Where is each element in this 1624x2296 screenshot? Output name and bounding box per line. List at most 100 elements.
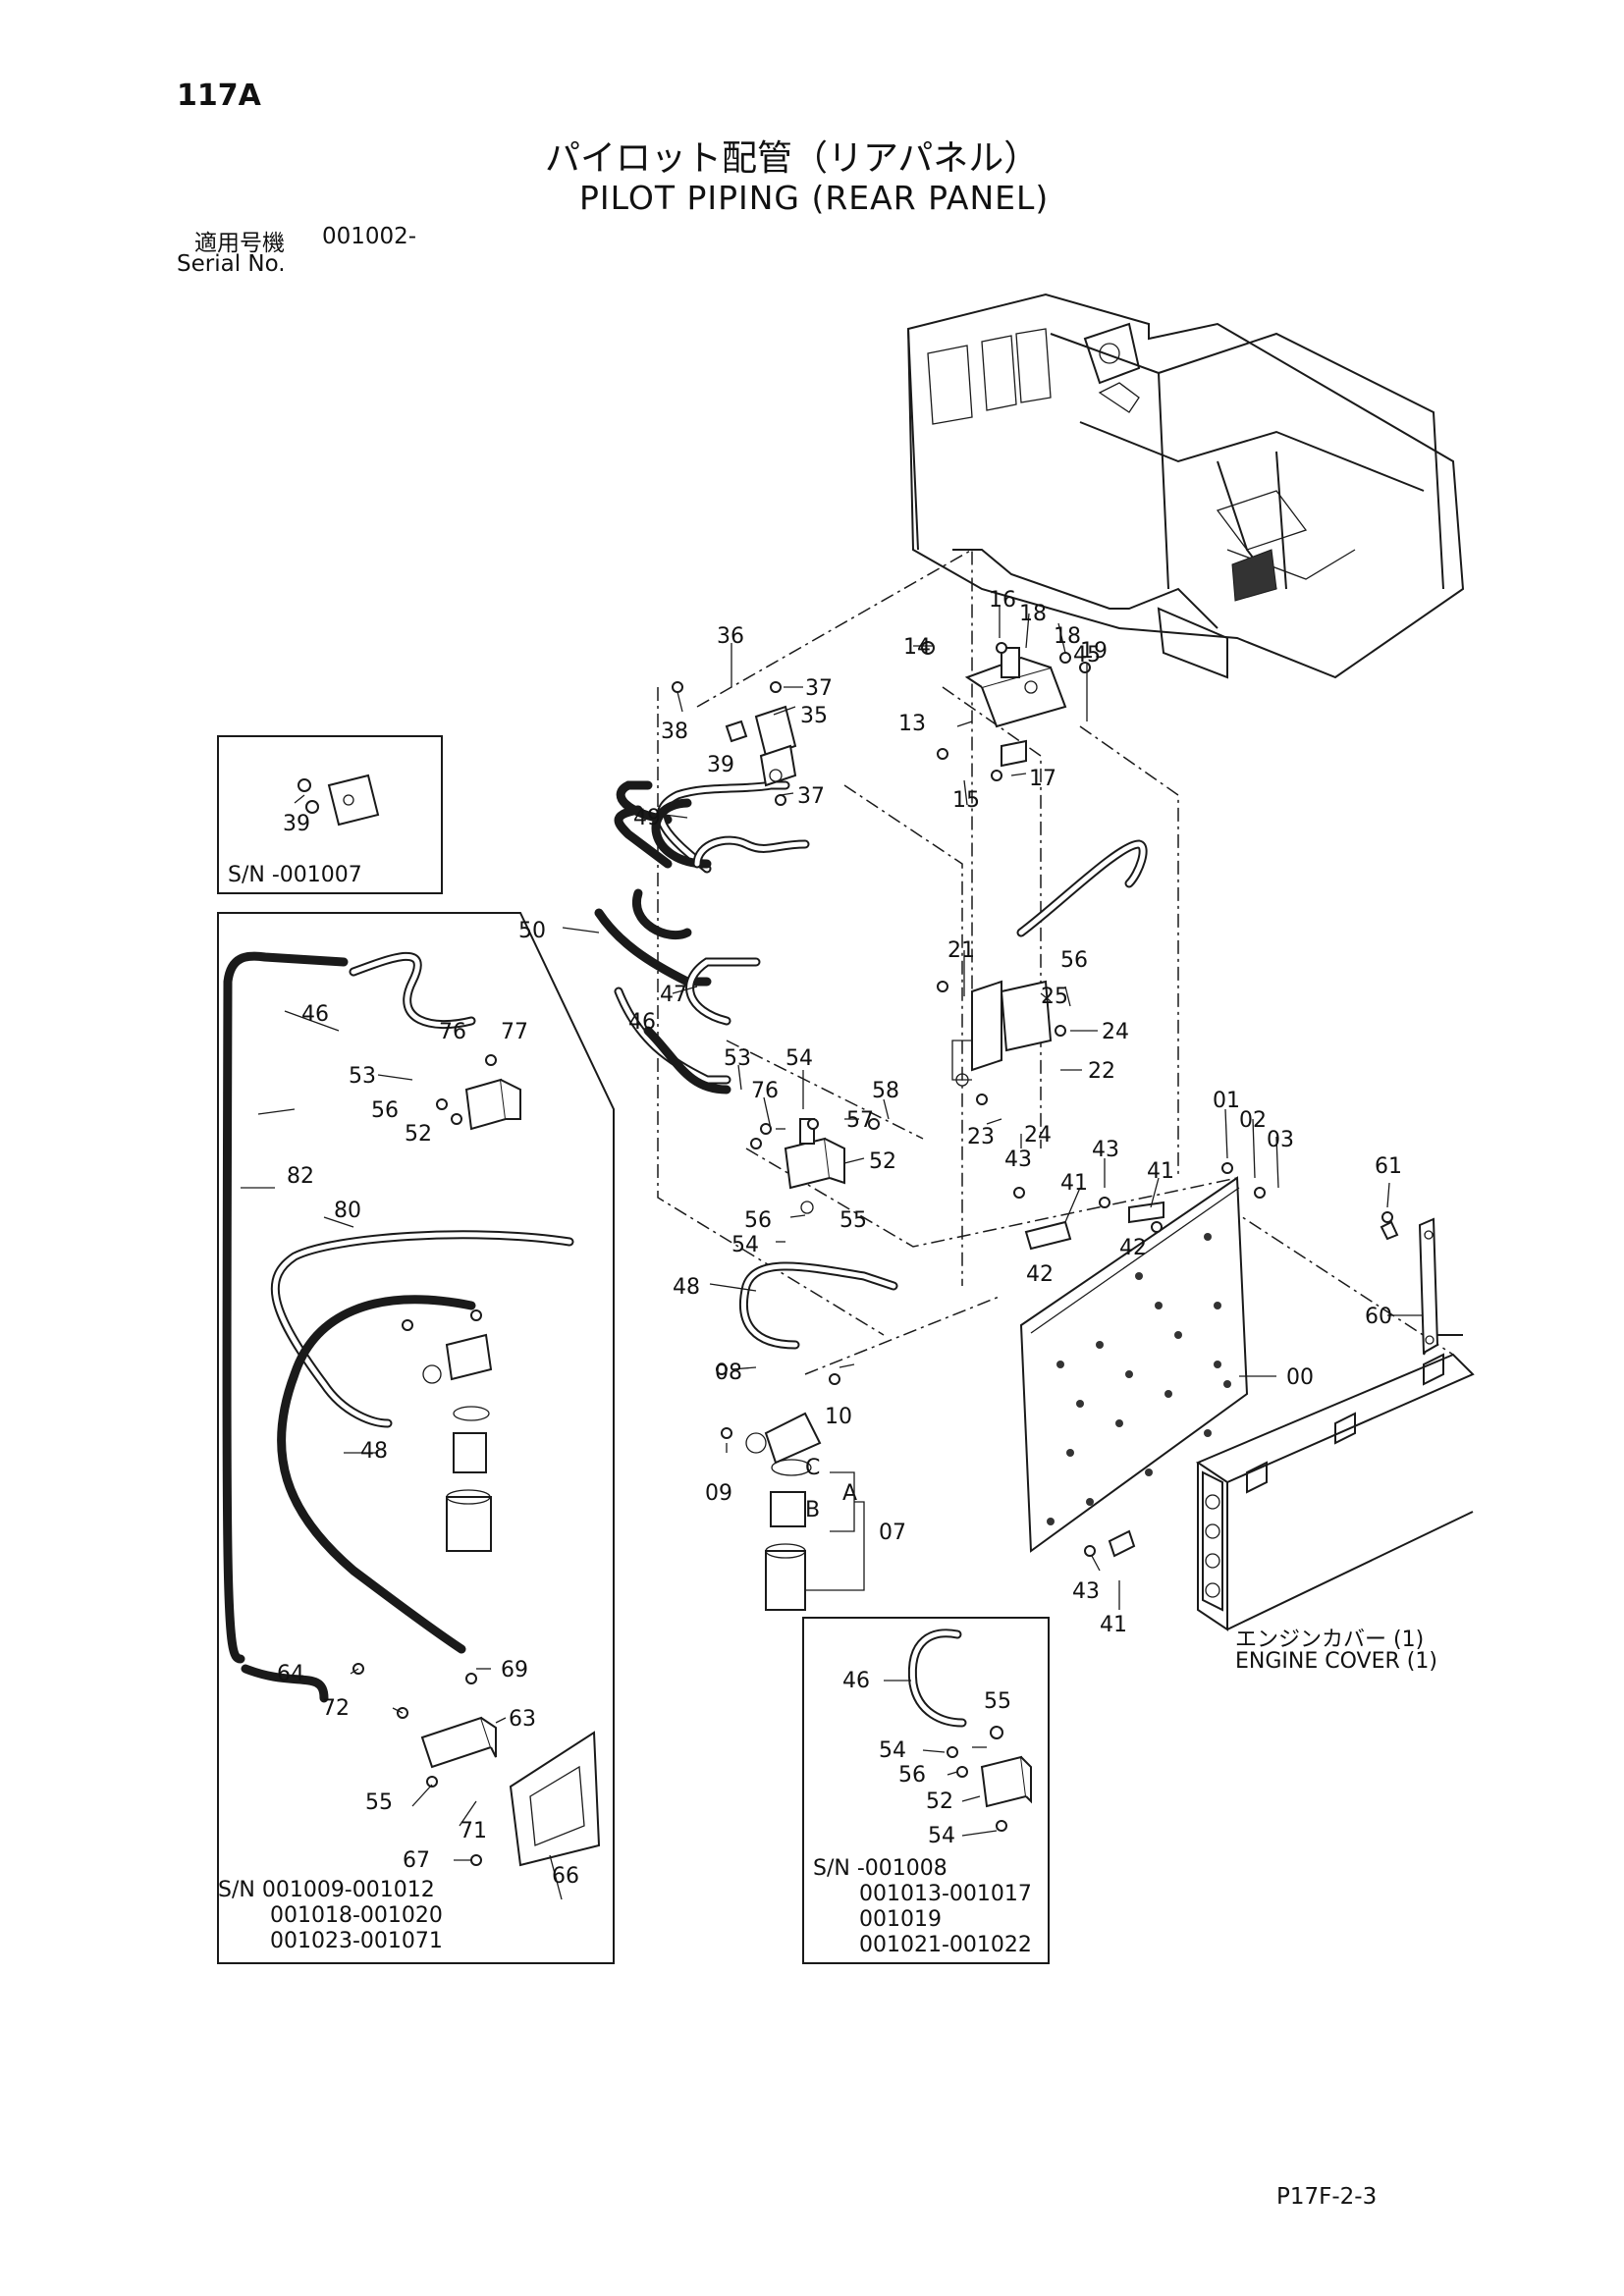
callout-52: 52	[405, 1122, 432, 1147]
callout-labels: 36 37 35 38 39 37 16 18 18 19 14 13 17 1…	[277, 588, 1402, 1889]
sub-assembly-bracket-07	[805, 1501, 865, 1591]
callout-42: 42	[1026, 1262, 1054, 1287]
callout-39: 39	[707, 753, 734, 777]
document-code: P17F-2-3	[1276, 2184, 1378, 2210]
callout-24: 24	[1024, 1123, 1052, 1148]
callout-58: 58	[872, 1079, 899, 1103]
page-title: PILOT PIPING (REAR PANEL)	[579, 179, 1050, 217]
callout-B: B	[805, 1498, 820, 1522]
callout-48: 48	[360, 1439, 388, 1464]
callout-54: 54	[928, 1824, 955, 1848]
machine-body-illustration	[906, 293, 1465, 679]
callout-45: 45	[1073, 643, 1101, 667]
callout-18: 18	[1054, 624, 1081, 649]
callout-24: 24	[1102, 1020, 1129, 1044]
callout-60: 60	[1365, 1305, 1392, 1329]
callout-18: 18	[1019, 602, 1047, 626]
rear-panel	[1019, 1176, 1249, 1553]
callout-54: 54	[879, 1738, 906, 1763]
callout-43: 43	[1004, 1148, 1032, 1172]
inset-bottom-serial-2: 001013-001017	[859, 1882, 1032, 1906]
engine-cover-frame	[1195, 1334, 1475, 1631]
inset-top-left	[217, 735, 443, 894]
callout-67: 67	[403, 1848, 430, 1873]
callout-66: 66	[552, 1864, 579, 1889]
callout-02: 02	[1239, 1108, 1267, 1133]
callout-21: 21	[947, 938, 975, 963]
callout-54: 54	[731, 1233, 759, 1257]
callout-14: 14	[903, 635, 931, 660]
callout-46: 46	[301, 1002, 329, 1027]
callout-48: 48	[673, 1275, 700, 1300]
callout-55: 55	[984, 1689, 1011, 1714]
callout-77: 77	[501, 1020, 528, 1044]
callout-61: 61	[1375, 1154, 1402, 1179]
callout-76: 76	[439, 1020, 466, 1044]
callout-56: 56	[744, 1208, 772, 1233]
callout-16: 16	[989, 588, 1016, 613]
callout-76: 76	[751, 1079, 779, 1103]
callout-53: 53	[724, 1046, 751, 1071]
bracket-60	[1380, 1217, 1439, 1355]
callout-41: 41	[1100, 1613, 1127, 1637]
callout-56: 56	[1060, 948, 1088, 973]
callout-46: 46	[842, 1669, 870, 1693]
callout-13: 13	[898, 712, 926, 736]
callout-50: 50	[518, 919, 546, 943]
engine-cover-label: ENGINE COVER (1)	[1235, 1649, 1437, 1674]
callout-37: 37	[797, 784, 825, 809]
callout-57: 57	[846, 1108, 874, 1133]
callout-00: 00	[1286, 1365, 1314, 1390]
callout-01: 01	[1213, 1089, 1240, 1113]
callout-43: 43	[1072, 1579, 1100, 1604]
callout-64: 64	[277, 1662, 304, 1686]
callout-25: 25	[1041, 985, 1068, 1009]
callout-41: 41	[1147, 1159, 1174, 1184]
callout-17: 17	[1029, 767, 1056, 791]
callout-A: A	[842, 1481, 857, 1506]
callout-19: 19	[1080, 639, 1108, 664]
callout-03: 03	[1267, 1128, 1294, 1152]
inset-left-serial-1: S/N 001009-001012	[218, 1878, 435, 1902]
callout-39: 39	[283, 812, 310, 836]
inset-top-left-serial: S/N -001007	[228, 863, 362, 887]
callout-52: 52	[869, 1149, 896, 1174]
callout-49: 49	[633, 806, 661, 830]
callout-43: 43	[1092, 1138, 1119, 1162]
callout-08: 08	[715, 1361, 742, 1385]
callout-55: 55	[839, 1208, 867, 1233]
callout-52: 52	[926, 1789, 953, 1814]
callout-82: 82	[287, 1164, 314, 1189]
bolts-main	[672, 641, 1393, 1558]
inset-left-serial-3: 001023-001071	[270, 1929, 443, 1953]
inset-bottom-serial-4: 001021-001022	[859, 1933, 1032, 1957]
callout-38: 38	[661, 720, 688, 744]
valve-blocks-main	[725, 647, 1067, 1611]
serial-value: 001002-	[322, 224, 417, 249]
callout-C: C	[805, 1456, 820, 1480]
inset-bottom-center	[802, 1617, 1050, 1964]
callout-69: 69	[501, 1658, 528, 1682]
callout-63: 63	[509, 1707, 536, 1732]
serial-label: Serial No.	[177, 251, 286, 277]
inset-left	[217, 912, 615, 1964]
serial-label-japanese: 適用号機	[194, 231, 285, 256]
callout-41: 41	[1060, 1171, 1088, 1196]
callout-37: 37	[805, 676, 833, 701]
callout-71: 71	[460, 1819, 487, 1843]
callout-15: 15	[952, 788, 980, 813]
callout-56: 56	[371, 1098, 399, 1123]
page-title-japanese: パイロット配管（リアパネル）	[545, 138, 1040, 179]
callout-80: 80	[334, 1199, 361, 1223]
callout-55: 55	[365, 1790, 393, 1815]
callout-22: 22	[1088, 1059, 1115, 1084]
inset-left-serial-2: 001018-001020	[270, 1903, 443, 1928]
callout-54: 54	[785, 1046, 813, 1071]
inset-bottom-serial-3: 001019	[859, 1907, 942, 1932]
callout-53: 53	[349, 1064, 376, 1089]
hoses-main	[594, 780, 1148, 1350]
callout-09: 09	[705, 1481, 732, 1506]
callout-10: 10	[825, 1405, 852, 1429]
callout-46: 46	[628, 1010, 656, 1035]
